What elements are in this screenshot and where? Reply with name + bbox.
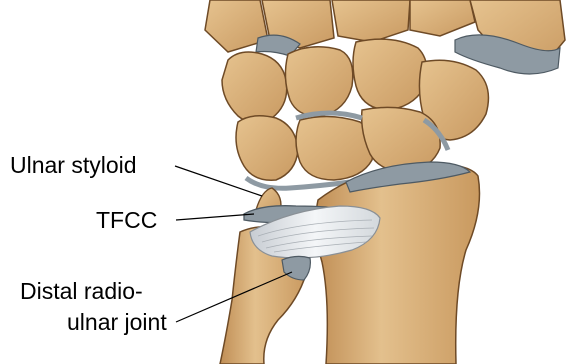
label-tfcc: TFCC: [96, 207, 157, 233]
label-druj-line1: Distal radio-: [20, 278, 143, 304]
label-ulnar-styloid: Ulnar styloid: [10, 152, 137, 178]
radius-bone: [316, 162, 480, 364]
tfcc-leader: [176, 214, 254, 220]
label-druj-line2: ulnar joint: [67, 309, 167, 335]
